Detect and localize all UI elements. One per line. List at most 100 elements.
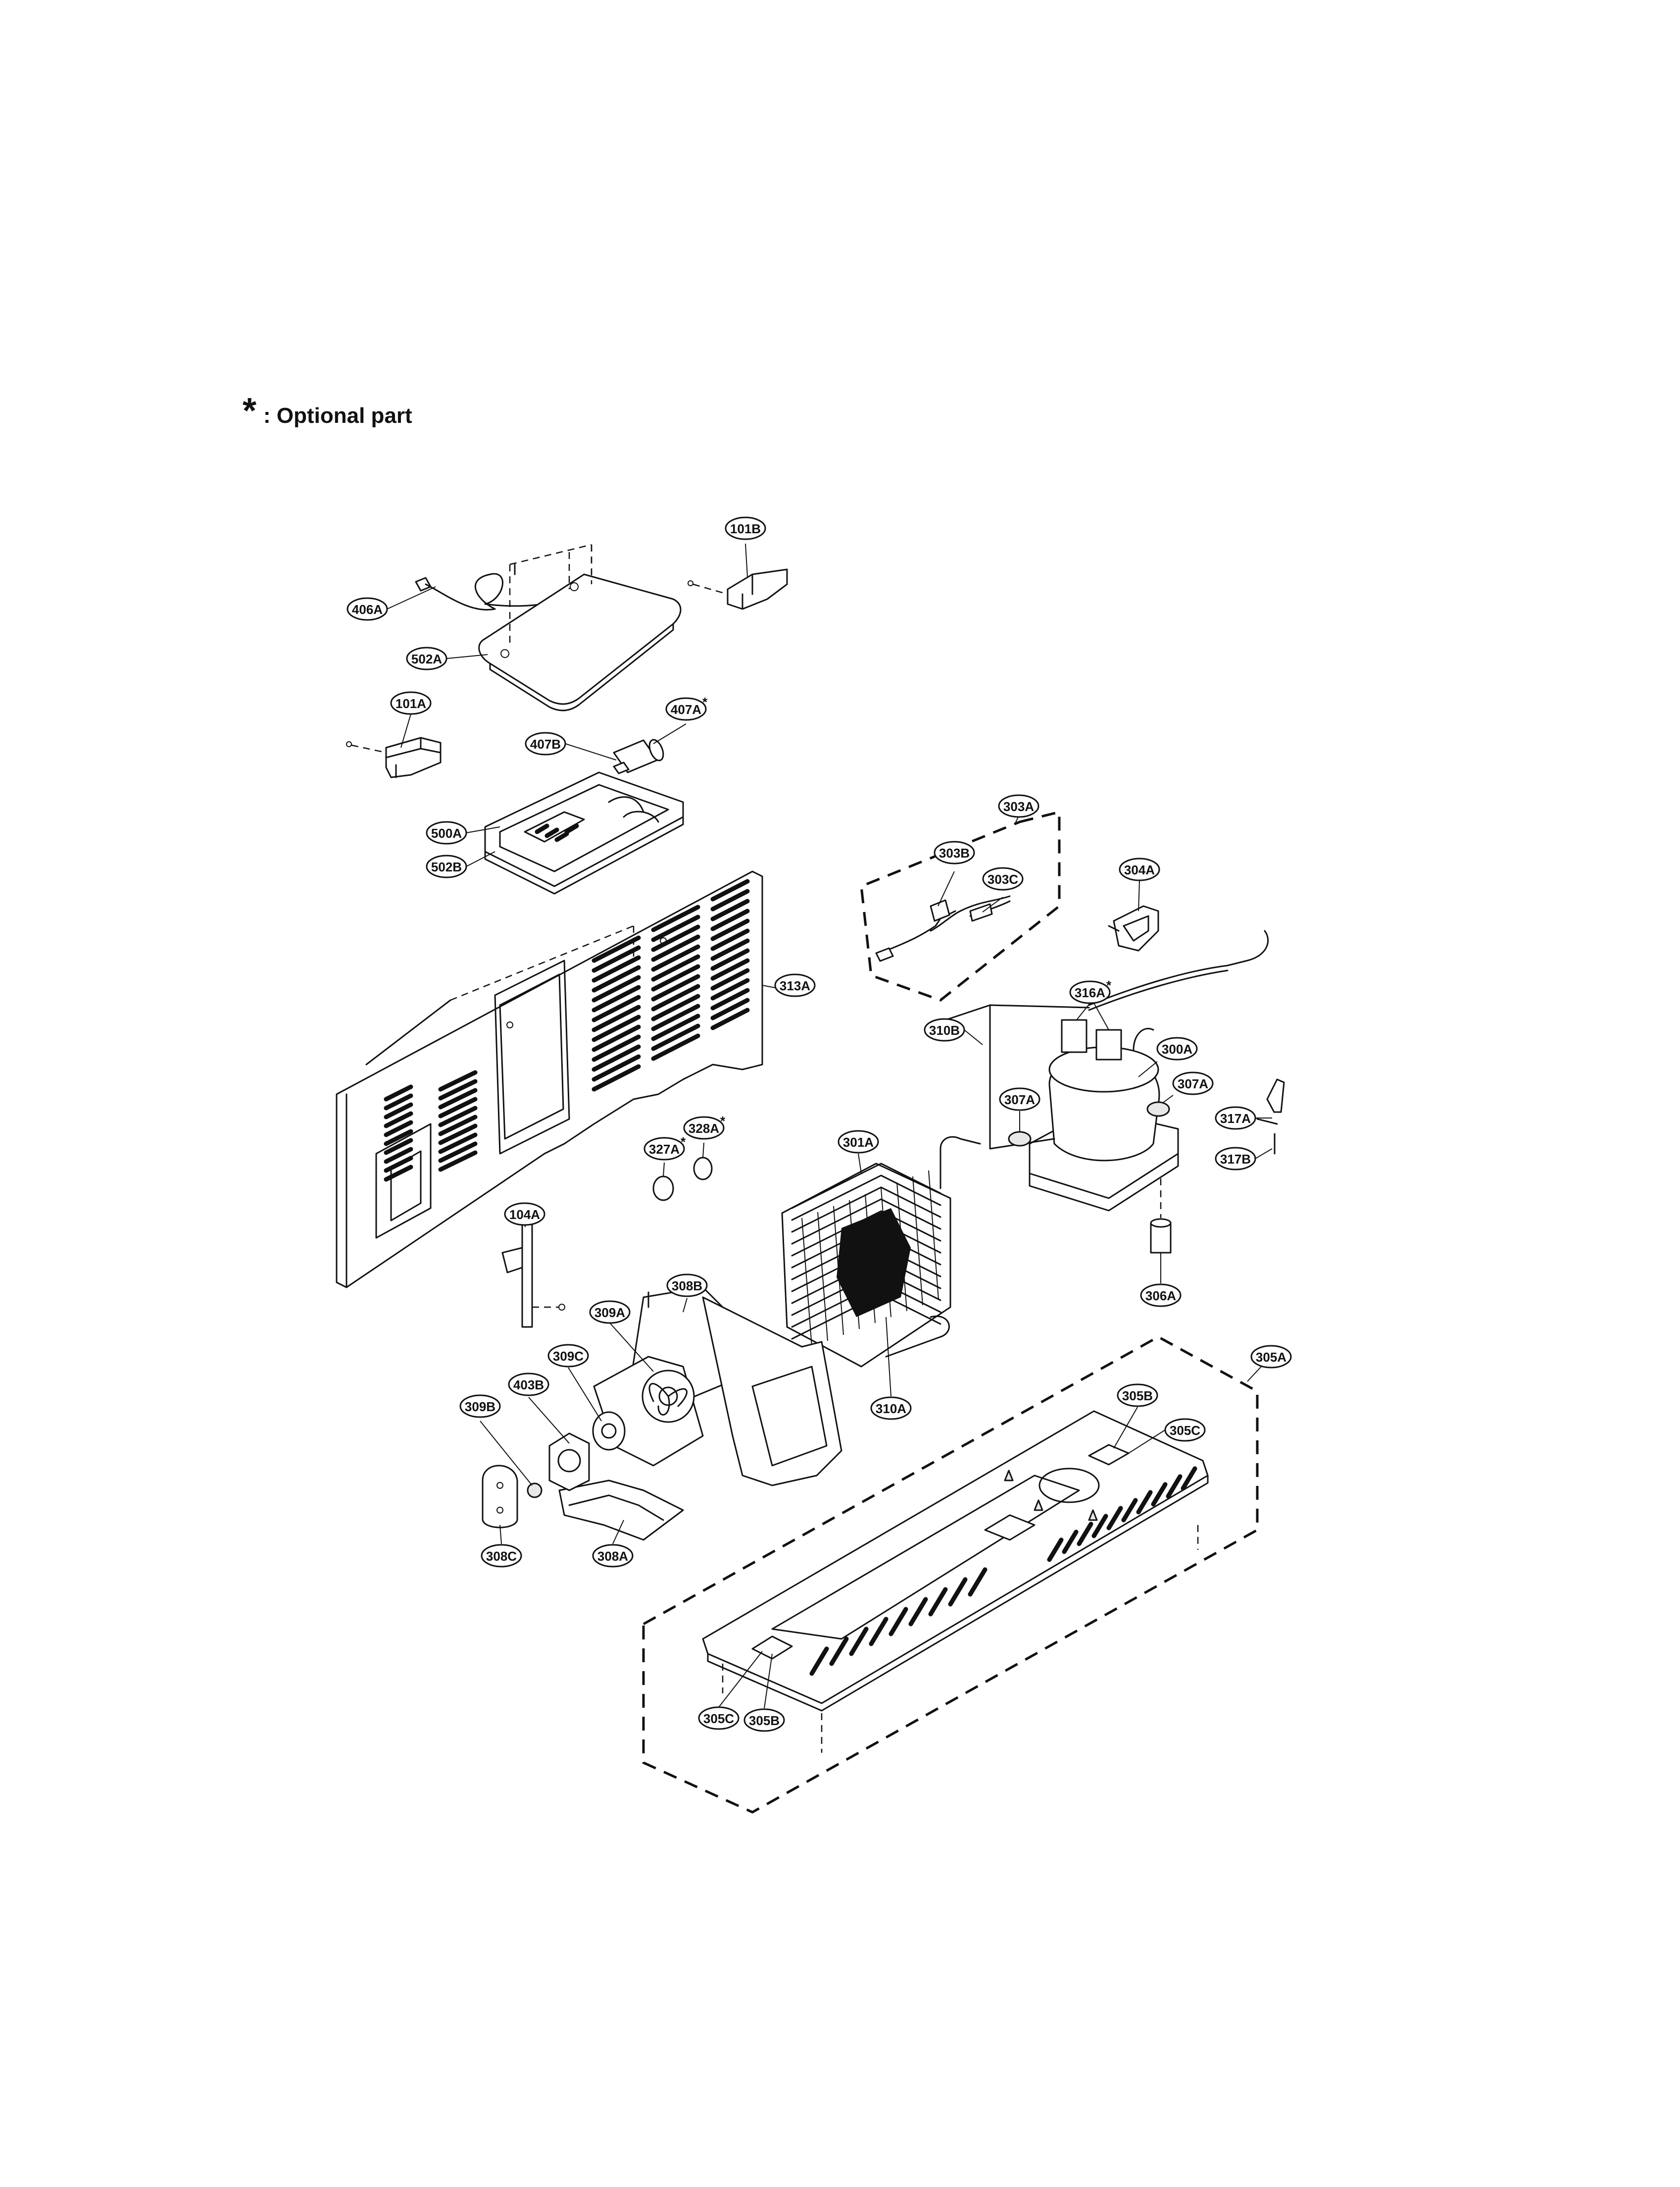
callout-text: 309A	[594, 1305, 625, 1320]
callout-403b: 403B	[508, 1373, 549, 1396]
callout-328a: 328A*	[683, 1114, 726, 1140]
control-box-500a-502b	[484, 771, 684, 895]
fitting-317a-317b	[1256, 1078, 1285, 1155]
callout-309b: 309B	[459, 1394, 501, 1418]
back-cover-313a	[336, 870, 763, 1288]
callout-407b: 407B	[525, 732, 566, 756]
optional-part-legend: * : Optional part	[243, 391, 412, 436]
optional-asterisk: *	[702, 695, 708, 710]
callout-307a-right: 307A	[1172, 1071, 1214, 1095]
callout-500a: 500A	[426, 821, 467, 845]
callout-text: 307A	[1178, 1076, 1208, 1091]
callout-313a: 313A	[774, 973, 816, 997]
relay-cover-304a	[1108, 905, 1159, 952]
grommet-307a-left	[1008, 1131, 1032, 1147]
drain-tube-104a	[501, 1217, 565, 1328]
callout-text: 308B	[672, 1278, 702, 1293]
compressor-300a	[930, 930, 1269, 1212]
callout-502b: 502B	[426, 855, 467, 878]
callout-407a: 407A*	[665, 695, 708, 721]
callout-303a: 303A	[998, 794, 1039, 818]
callout-text: 304A	[1124, 863, 1155, 877]
callout-text: 309C	[553, 1349, 584, 1364]
motor-parts-403b-309b-308c	[482, 1432, 590, 1528]
callout-305b-top: 305B	[1117, 1383, 1158, 1407]
callout-306a: 306A	[1140, 1283, 1182, 1307]
callout-text: 327A	[649, 1142, 680, 1157]
callout-502a: 502A	[406, 647, 447, 670]
callout-301a: 301A	[838, 1130, 879, 1154]
callout-text: 301A	[843, 1135, 874, 1150]
grommet-307a-right	[1146, 1101, 1170, 1117]
callout-text: 306A	[1145, 1288, 1176, 1303]
callout-305a: 305A	[1250, 1345, 1292, 1369]
callout-309c: 309C	[547, 1344, 589, 1368]
callout-text: 328A	[689, 1121, 719, 1136]
optional-asterisk: *	[720, 1114, 726, 1128]
callout-text: 104A	[509, 1207, 540, 1222]
base-plate-vents	[809, 1466, 1197, 1676]
callout-300a: 300A	[1156, 1037, 1198, 1061]
callout-317b: 317B	[1215, 1147, 1256, 1170]
callout-310b: 310B	[924, 1018, 965, 1042]
callout-text: 317A	[1220, 1111, 1251, 1126]
bushing-306a	[1150, 1178, 1172, 1254]
callout-101a: 101A	[390, 691, 432, 715]
callout-text: 313A	[780, 978, 810, 993]
callout-text: 305C	[703, 1711, 734, 1726]
fan-assembly-308a-308b	[558, 1286, 842, 1541]
callout-101b: 101B	[725, 516, 766, 540]
base-plate-305a	[642, 1335, 1259, 1814]
bracket-101a	[346, 737, 442, 778]
bracket-101b	[688, 568, 788, 610]
callout-text: 303A	[1003, 799, 1034, 814]
callout-308a: 308A	[592, 1544, 634, 1568]
callout-304a: 304A	[1119, 858, 1160, 881]
callout-310a: 310A	[870, 1396, 912, 1420]
callout-text: 317B	[1220, 1152, 1251, 1167]
callout-406a: 406A	[346, 597, 388, 621]
power-cord-406a	[415, 563, 585, 610]
callout-text: 308A	[597, 1549, 628, 1564]
legend-text: : Optional part	[263, 404, 412, 428]
condenser-301a	[781, 1136, 981, 1368]
callout-text: 305B	[749, 1713, 780, 1728]
callout-303b: 303B	[934, 841, 975, 865]
callout-309a: 309A	[589, 1300, 631, 1324]
callout-104a: 104A	[504, 1202, 545, 1226]
callout-text: 300A	[1162, 1042, 1192, 1057]
callout-text: 407A	[671, 702, 701, 717]
callout-text: 407B	[530, 737, 561, 752]
callout-text: 305B	[1122, 1388, 1153, 1403]
callout-text: 310B	[929, 1023, 960, 1038]
rubber-parts-327a-328a	[652, 1157, 713, 1201]
callout-text: 403B	[513, 1377, 544, 1392]
optional-asterisk: *	[1106, 978, 1112, 993]
callout-317a: 317A	[1215, 1106, 1256, 1130]
callout-307a-left: 307A	[999, 1087, 1040, 1111]
callout-text: 316A	[1075, 985, 1105, 1000]
leader-lines	[387, 543, 1273, 1709]
callout-text: 500A	[431, 826, 462, 841]
callout-text: 305C	[1170, 1423, 1200, 1438]
callout-305c-bottom: 305C	[698, 1706, 740, 1730]
capacitor-407a-407b	[613, 739, 664, 774]
cover-plate-502a	[478, 544, 682, 712]
callout-text: 305A	[1256, 1350, 1286, 1365]
callout-316a: 316A*	[1069, 978, 1112, 1004]
callout-text: 307A	[1004, 1092, 1035, 1107]
callout-text: 502A	[411, 652, 442, 666]
callout-text: 310A	[876, 1401, 906, 1416]
callout-text: 303B	[939, 846, 970, 861]
callout-text: 309B	[465, 1399, 495, 1414]
callout-text: 308C	[486, 1549, 517, 1564]
callout-text: 406A	[352, 602, 383, 617]
callout-text: 502B	[431, 860, 462, 874]
callout-305b-bottom: 305B	[743, 1708, 785, 1732]
legend-asterisk: *	[243, 391, 257, 431]
callout-text: 101A	[395, 696, 426, 711]
callout-303c: 303C	[982, 867, 1024, 891]
optional-asterisk: *	[681, 1134, 686, 1149]
